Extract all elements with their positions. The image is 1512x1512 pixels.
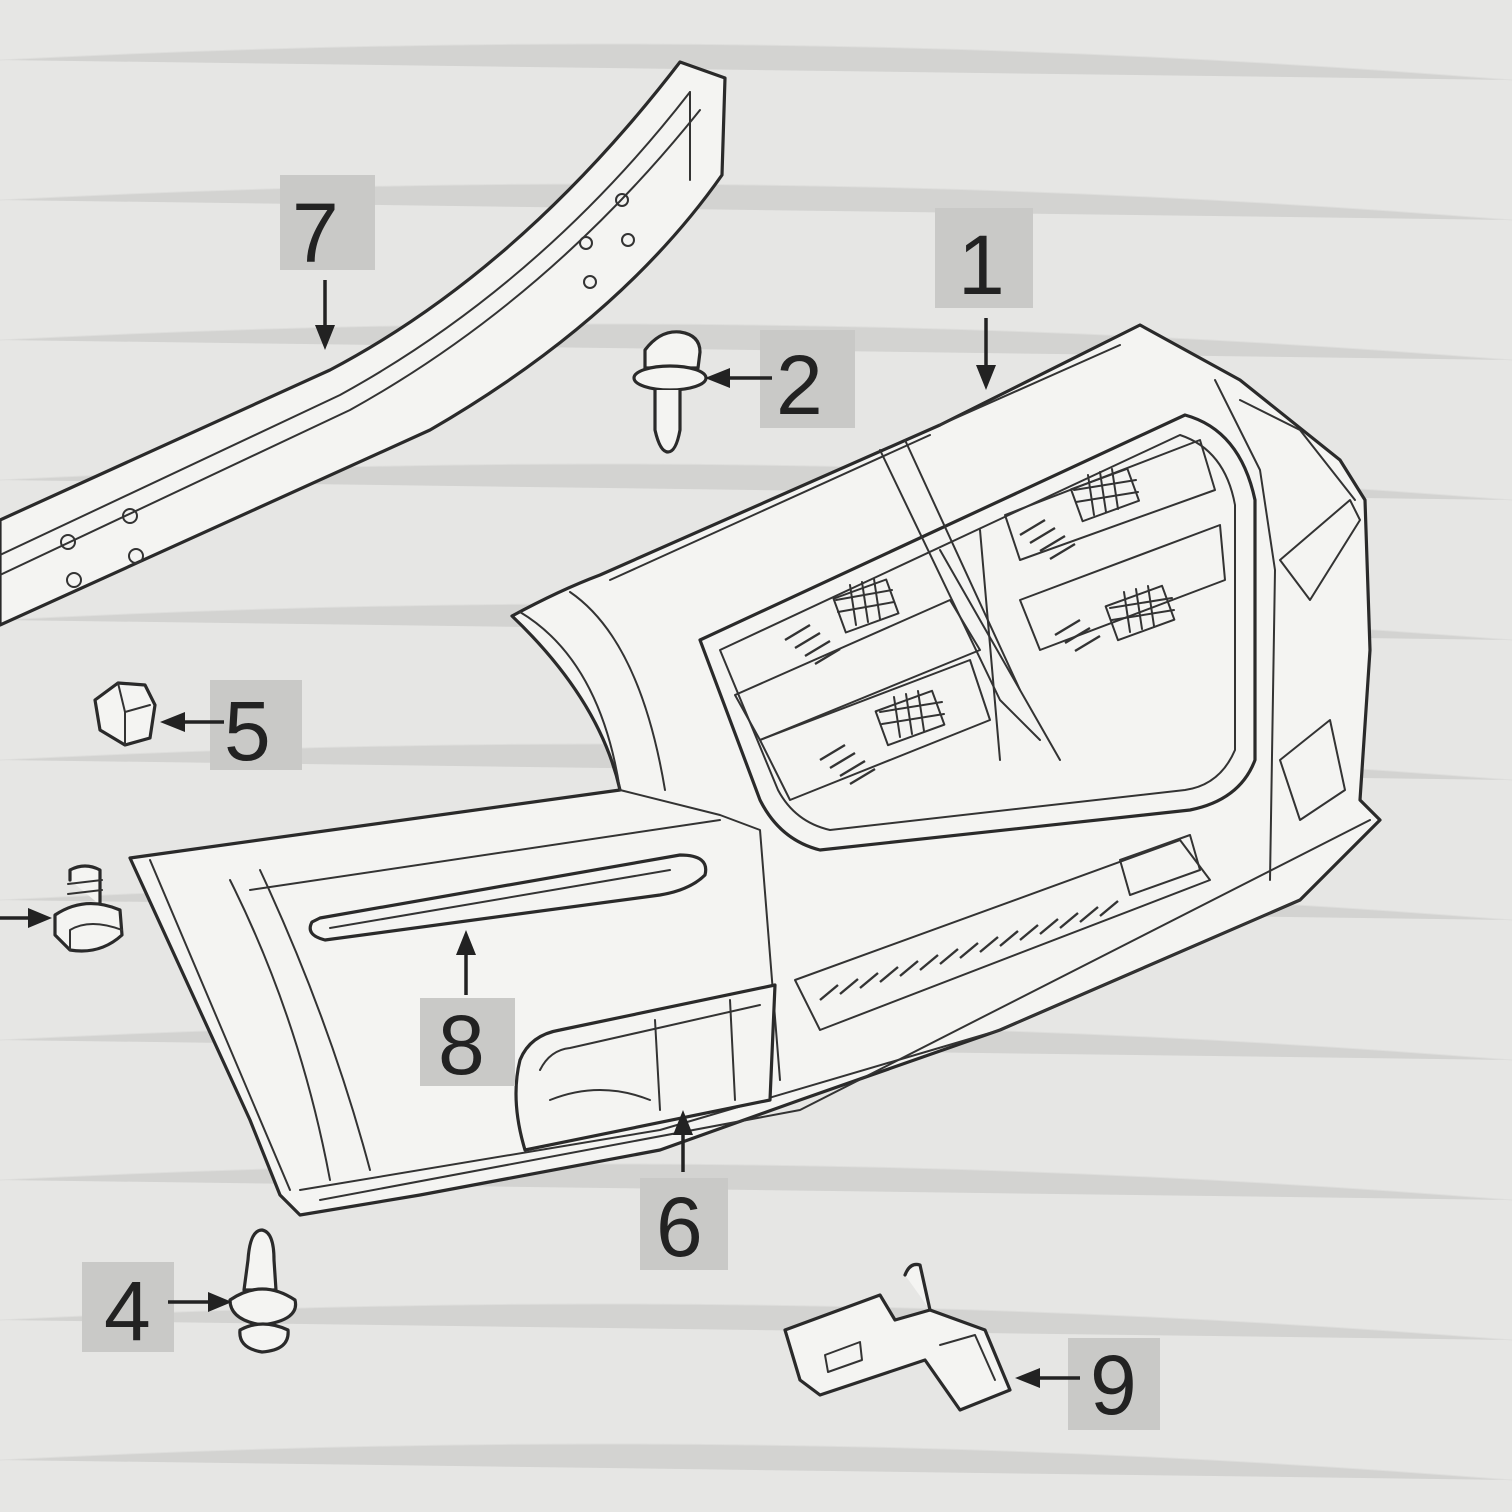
callout-tag-2-bg <box>760 330 855 428</box>
reinforcement-beam <box>0 60 727 627</box>
callout-tag-8-bg <box>420 998 515 1086</box>
bumper-cover <box>128 323 1382 1217</box>
callout-4: 4 <box>104 1264 151 1358</box>
callout-tag-7-bg <box>280 175 375 270</box>
callout-tag-6-bg <box>640 1178 728 1270</box>
callout-6: 6 <box>656 1180 703 1274</box>
callout-tag-5-bg <box>210 680 302 770</box>
callout-2: 2 <box>776 338 823 432</box>
flange-bolt-icon <box>53 864 124 953</box>
push-pin-clip-icon <box>632 330 708 454</box>
callout-5: 5 <box>224 684 271 778</box>
christmas-tree-clip-icon <box>228 1228 298 1354</box>
callout-7: 7 <box>292 186 339 280</box>
callout-tag-9-bg <box>1068 1338 1160 1430</box>
callout-1: 1 <box>958 218 1005 312</box>
bracket-clip-icon <box>783 1262 1012 1412</box>
callout-tag-1-bg <box>935 208 1033 308</box>
fog-lamp-bezel <box>514 983 777 1152</box>
side-reflector <box>308 853 708 942</box>
callout-8: 8 <box>438 998 485 1092</box>
callout-tag-4-bg <box>82 1262 174 1352</box>
u-nut-icon <box>93 681 157 747</box>
callout-9: 9 <box>1090 1338 1137 1432</box>
